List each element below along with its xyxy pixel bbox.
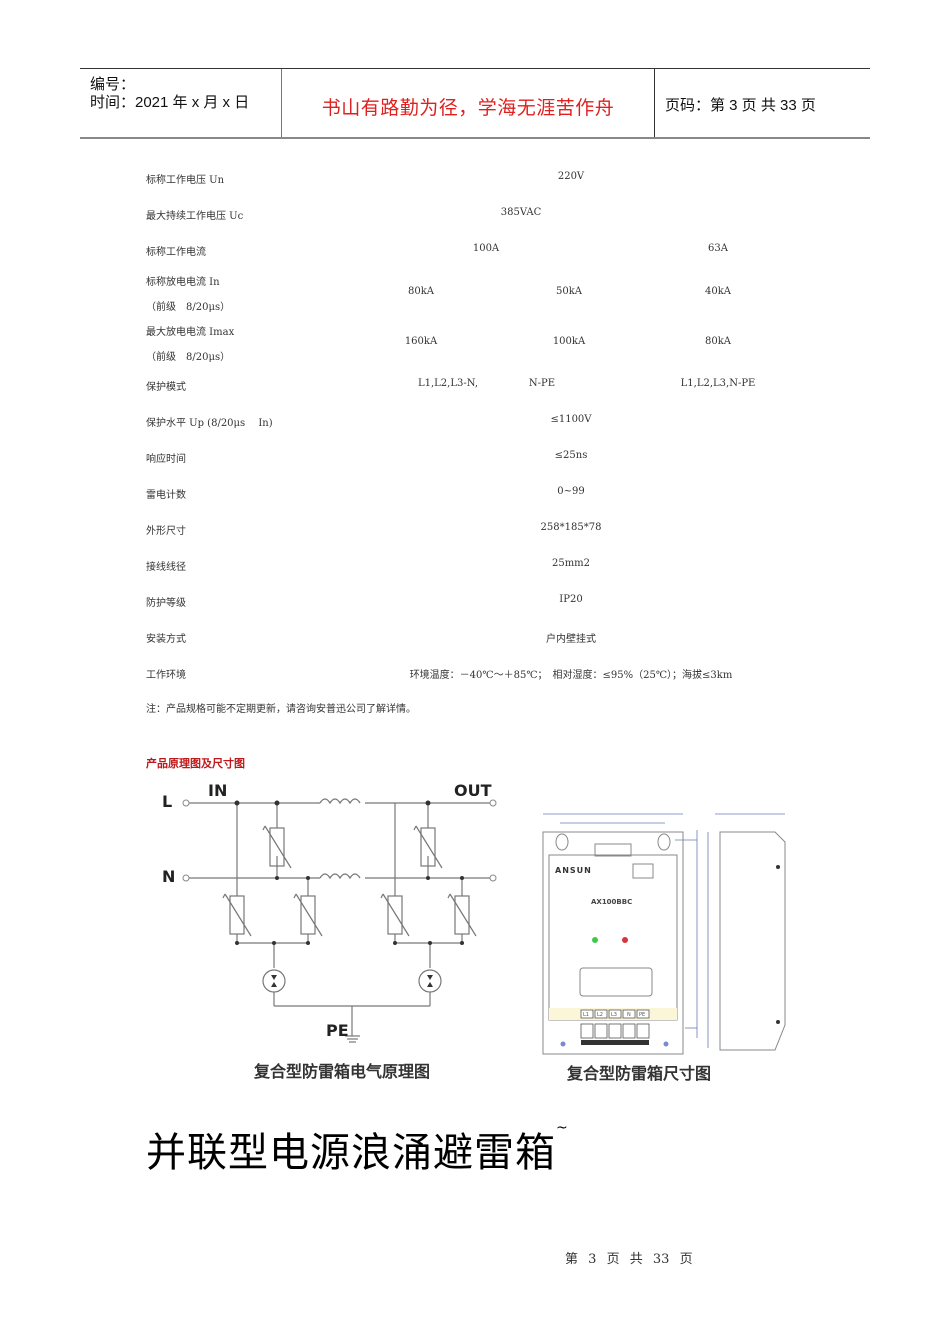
header-info-cell: 编号： 时间：2021 年 x 月 x 日 <box>80 69 282 137</box>
spec-label: 最大放电电流 Imax <box>146 327 235 338</box>
header-page-cell: 页码：第 3 页 共 33 页 <box>655 69 870 137</box>
label-l: L <box>162 792 173 811</box>
svg-text:L2: L2 <box>597 1012 603 1018</box>
spec-value: 80kA <box>407 286 435 297</box>
spec-note: 注：产品规格可能不定期更新，请咨询安普迅公司了解详情。 <box>146 704 416 715</box>
model-label: AX100BBC <box>591 898 633 906</box>
heading-text: 并联型电源浪涌避雷箱 <box>146 1130 556 1176</box>
spec-value: 环境温度：－40℃～＋85℃； 相对湿度：≤95%（25℃）；海拔≤3km <box>409 670 733 681</box>
spec-label: 防护等级 <box>146 598 186 609</box>
brand-label: ANSUN <box>555 866 592 875</box>
spec-value: 100kA <box>552 336 586 347</box>
circuit-schematic: L N IN OUT PE 复合型防雷箱电气原理图 <box>150 778 510 1088</box>
spec-value: L1,L2,L3-N, <box>417 378 479 389</box>
footer-text: 第 <box>565 1252 579 1267</box>
spec-value: 100A <box>472 243 500 254</box>
footer-total-pages: 33 <box>652 1252 670 1267</box>
footer-text: 页 <box>679 1252 693 1267</box>
spec-label: 雷电计数 <box>146 490 186 501</box>
spec-sublabel: （前级 8/20μs） <box>146 302 231 313</box>
section-heading: 并联型电源浪涌避雷箱~ <box>146 1120 569 1178</box>
svg-text:PE: PE <box>639 1012 645 1018</box>
spec-value: ≤1100V <box>550 414 592 425</box>
spec-value: 80kA <box>704 336 732 347</box>
label-in: IN <box>208 781 228 800</box>
spec-value: 户内壁挂式 <box>546 634 596 645</box>
schematic-diagram-icon <box>182 798 497 1043</box>
spec-label: 外形尺寸 <box>146 526 186 537</box>
spec-label: 保护模式 <box>146 382 186 393</box>
spec-label: 标称工作电压 Un <box>146 175 225 186</box>
date-label: 时间：2021 年 x 月 x 日 <box>90 94 250 111</box>
serial-number-label: 编号： <box>90 76 136 93</box>
spec-label: 安装方式 <box>146 634 186 645</box>
svg-text:L1: L1 <box>583 1012 589 1018</box>
motto-text: 书山有路勤为径，学海无涯苦作舟 <box>321 97 615 119</box>
spec-value: 385VAC <box>500 207 542 218</box>
page-number-label: 页码：第 3 页 共 33 页 <box>665 97 816 114</box>
spec-value: IP20 <box>559 594 583 605</box>
spec-label: 标称放电电流 In <box>146 277 220 288</box>
label-pe: PE <box>326 1021 349 1040</box>
spec-value: 160kA <box>404 336 438 347</box>
spec-value: N-PE <box>528 378 556 389</box>
label-n: N <box>162 867 176 886</box>
footer-text: 页 <box>606 1252 620 1267</box>
spec-label: 响应时间 <box>146 454 186 465</box>
enclosure-drawing-icon: L1 L2 L3 N PE <box>542 813 786 1055</box>
spec-value: L1,L2,L3,N-PE <box>680 378 756 389</box>
spec-value: 50kA <box>555 286 583 297</box>
spec-label: 标称工作电流 <box>146 247 206 258</box>
spec-value: 220V <box>557 171 585 182</box>
section-title: 产品原理图及尺寸图 <box>146 757 245 770</box>
page-footer: 第 3 页 共 33 页 <box>0 1248 950 1267</box>
spec-value: 63A <box>708 243 728 254</box>
spec-value: 258*185*78 <box>540 522 602 533</box>
dimension-drawing: L1 L2 L3 N PE ANSUN AX100BBC 复合型防雷箱尺寸图 <box>535 800 795 1090</box>
page-header: 编号： 时间：2021 年 x 月 x 日 书山有路勤为径，学海无涯苦作舟 页码… <box>80 68 870 139</box>
spec-sublabel: （前级 8/20μs） <box>146 352 231 363</box>
dimension-caption: 复合型防雷箱尺寸图 <box>567 1064 712 1083</box>
spec-value: ≤25ns <box>554 450 588 461</box>
footer-page-number: 3 <box>588 1252 597 1267</box>
heading-suffix: ~ <box>556 1120 569 1136</box>
spec-value: 25mm2 <box>551 558 591 569</box>
spec-label: 工作环境 <box>146 670 186 681</box>
header-motto-cell: 书山有路勤为径，学海无涯苦作舟 <box>282 69 655 137</box>
svg-text:N: N <box>627 1012 631 1018</box>
spec-label: 保护水平 Up (8/20μs In) <box>146 418 273 429</box>
label-out: OUT <box>454 781 492 800</box>
svg-text:L3: L3 <box>611 1012 617 1018</box>
footer-text: 共 <box>629 1252 643 1267</box>
spec-label: 最大持续工作电压 Uc <box>146 211 244 222</box>
schematic-caption: 复合型防雷箱电气原理图 <box>254 1062 431 1081</box>
spec-value: 40kA <box>704 286 732 297</box>
spec-value: 0~99 <box>557 486 585 497</box>
spec-label: 接线线径 <box>146 562 186 573</box>
